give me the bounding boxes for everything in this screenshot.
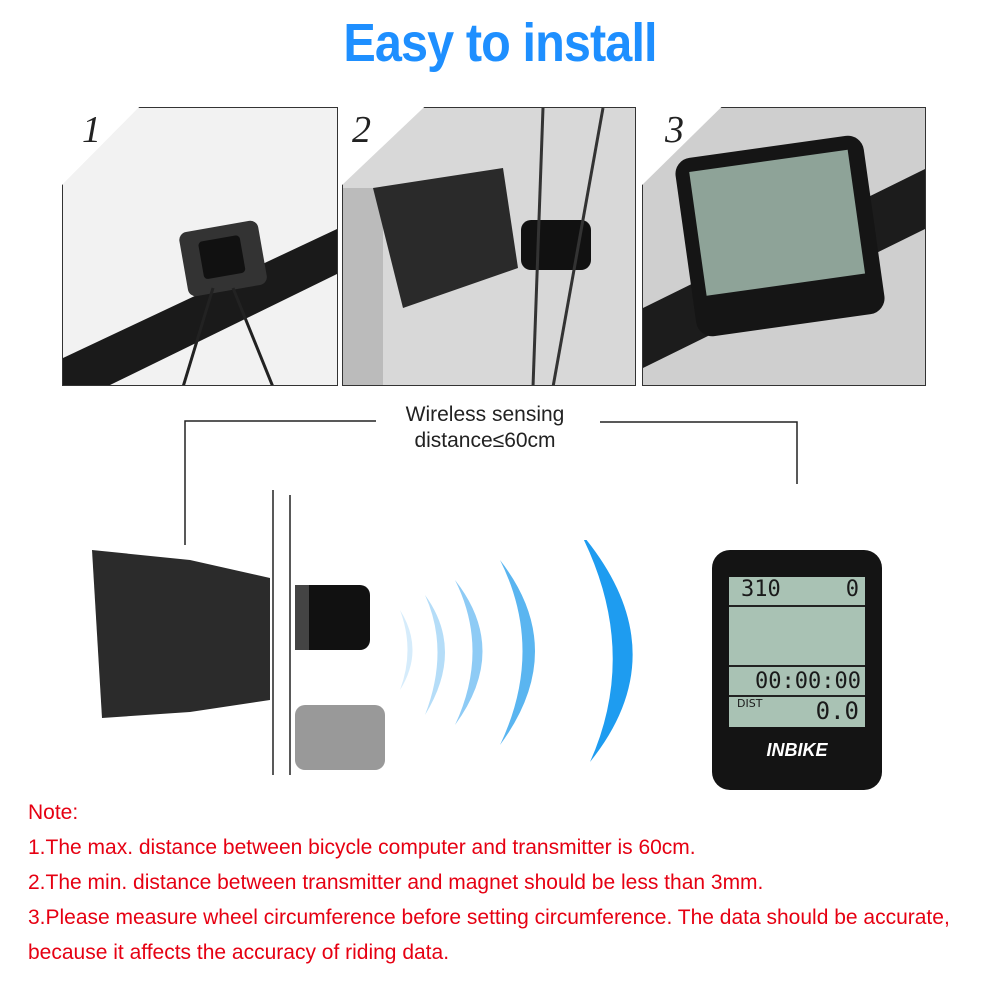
step-2-photo [342,107,636,386]
range-label-line2: distance≤60cm [414,429,556,452]
step-number: 3 [665,109,684,151]
lcd-screen: 310 0 00:00:00 DIST 0.0 [729,577,865,727]
note-item: 2.The min. distance between transmitter … [28,871,764,894]
range-label-line1: Wireless sensing [405,403,565,426]
signal-wave-1 [400,610,413,690]
notes: Note: 1.The max. distance between bicycl… [28,795,983,970]
signal-wave-3 [455,580,483,725]
lcd-top-right-value: 0 [845,577,859,602]
note-item: 3.Please measure wheel circumference bef… [28,906,950,964]
range-bracket-lines [184,420,798,775]
handlebar-mount-illustration [63,108,337,385]
brand-logo: INBIKE [766,740,828,760]
step-number: 2 [352,109,371,151]
step-1-photo [62,107,338,386]
computer-mounted-illustration [643,108,925,385]
bike-computer: 310 0 00:00:00 DIST 0.0 INBIKE [712,550,882,790]
note-item: 1.The max. distance between bicycle comp… [28,836,696,859]
lcd-dist-value: 0.0 [815,697,859,725]
transmitter-sensor [92,550,270,718]
step-number: 1 [82,109,101,151]
lcd-dist-label: DIST [737,697,763,710]
lcd-top-left-value: 310 [741,577,781,602]
range-label: Wireless sensing distance≤60cm [380,402,590,454]
notes-heading: Note: [28,801,79,824]
page-title: Easy to install [343,13,657,73]
magnet [295,585,370,650]
signal-wave-5 [583,540,633,762]
step-3-photo [642,107,926,386]
signal-wave-2 [425,595,445,715]
sensor-mount-illustration [343,108,635,385]
sensor-and-waves [92,540,633,770]
magnet-ghost [295,705,385,770]
signal-wave-4 [500,560,535,745]
lcd-time: 00:00:00 [755,669,861,694]
